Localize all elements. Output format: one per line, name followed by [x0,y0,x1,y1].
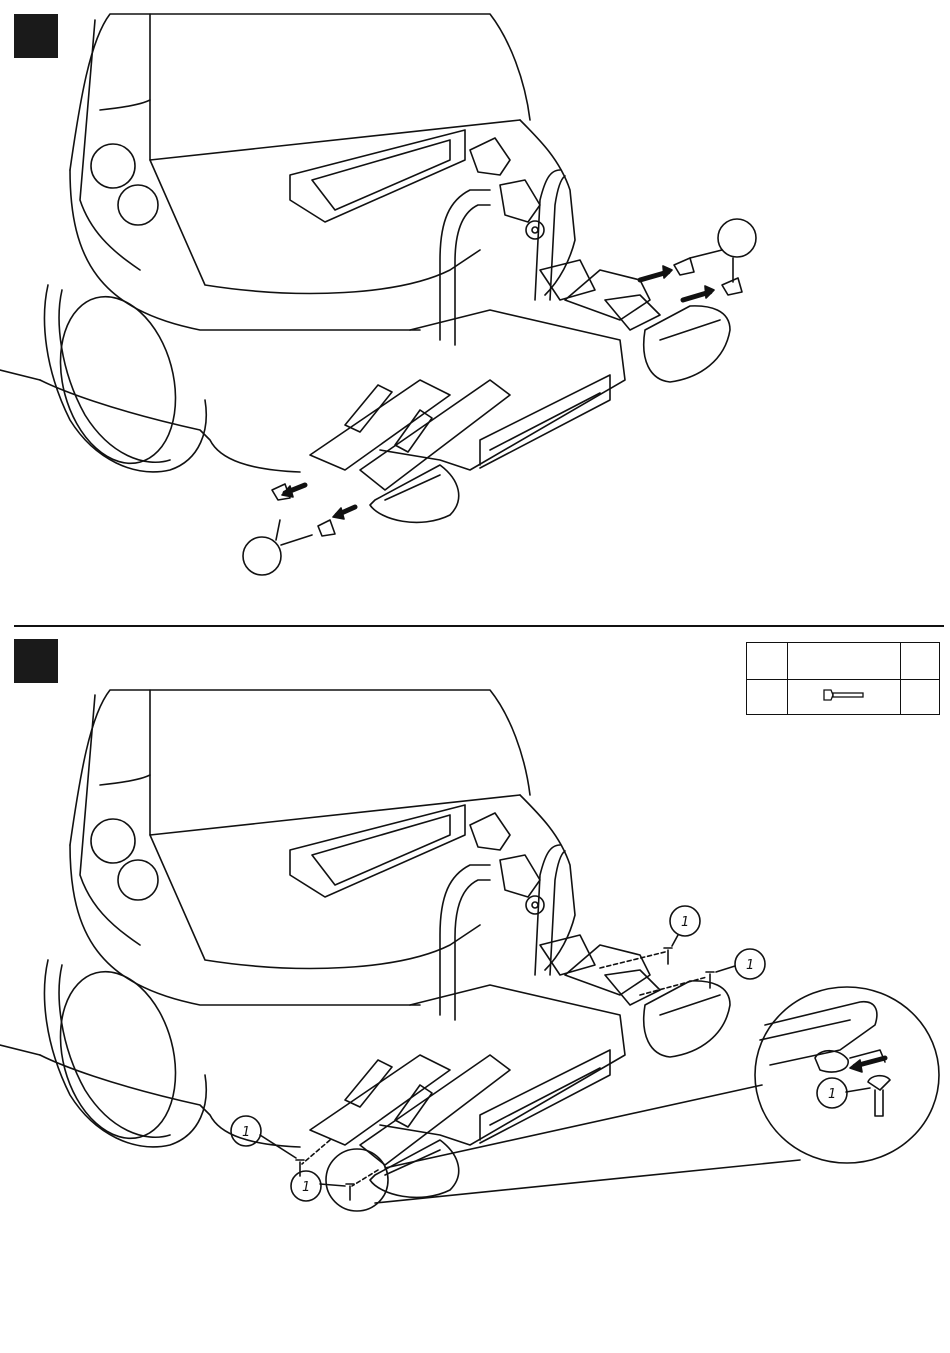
parts-table-count-header [901,643,940,680]
panel-1-illustration [0,0,950,600]
callout-circle-left [243,537,281,575]
callout-label: 1 [242,1125,250,1140]
callout-label: 1 [302,1180,310,1195]
parts-table-qty-header [747,643,788,680]
car-rear [0,690,575,1151]
callout-label: 1 [746,958,754,973]
callout-label: 1 [828,1087,836,1102]
panel-2-illustration: 1 1 1 1 1 [0,680,950,1320]
callout-labels: 1 1 1 1 1 [242,915,836,1195]
callout-circle-right [718,219,756,257]
callout-circles-panel-2 [231,906,870,1201]
detail-magnifier [326,987,939,1211]
callout-label: 1 [681,915,689,930]
parts-table-header-row [747,643,940,680]
car-rear [0,14,575,476]
parts-table-item-header [788,643,901,680]
section-divider [14,625,944,627]
step-marker-2 [14,639,58,683]
